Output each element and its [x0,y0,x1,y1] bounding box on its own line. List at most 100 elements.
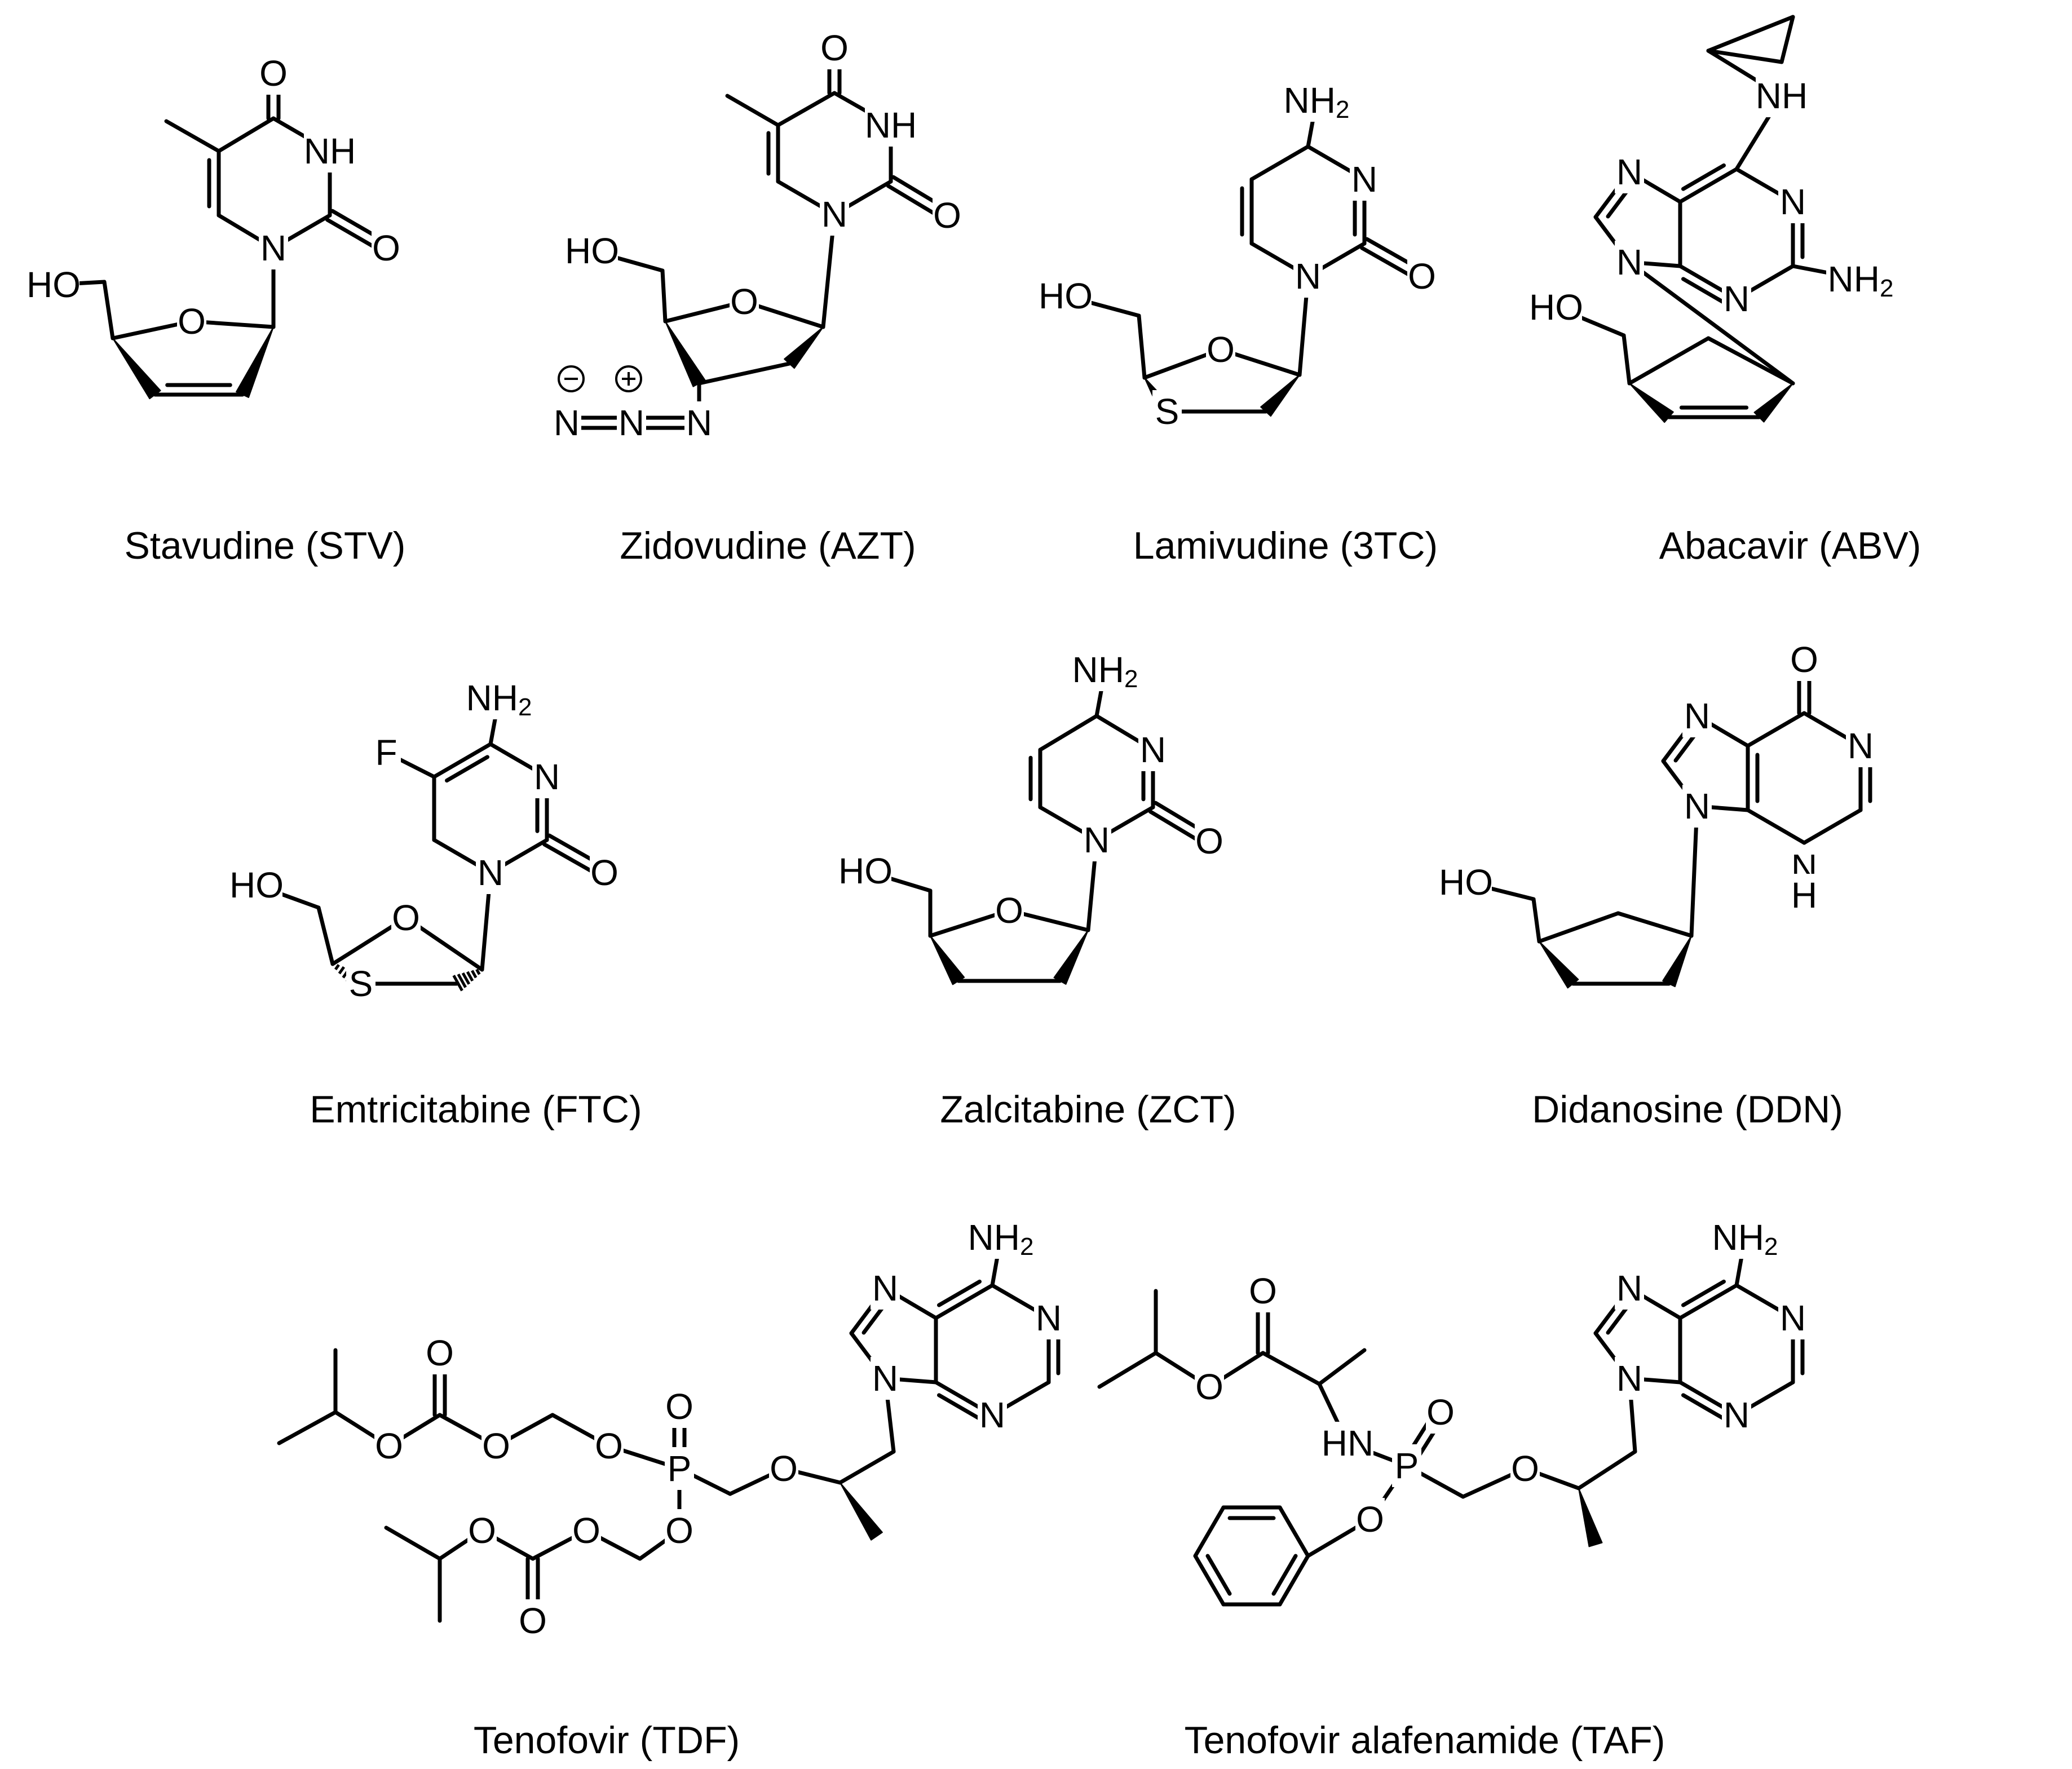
bond [1531,897,1541,944]
bond [1616,911,1694,938]
svg-text:O: O [665,1386,693,1427]
taf-n9: N [1615,1357,1644,1400]
svg-text:F: F [375,732,397,773]
tdf-o6: O [467,1509,497,1552]
svg-text:N: N [1616,242,1642,282]
lamivudine-o2: O [1407,255,1437,298]
bond [1537,911,1620,944]
abacavir-hydroxyl: HO [1529,286,1583,329]
tdf-o5: O [572,1509,601,1552]
tdf-o1: O [594,1425,624,1467]
zidovudine-o4: O [820,26,849,69]
bond [1576,1449,1637,1491]
svg-text:O: O [178,301,206,342]
svg-text:N: N [1616,152,1642,192]
svg-text:O: O [259,53,288,94]
bond [1627,260,1795,386]
zidovudine-negative-charge [558,365,585,392]
svg-text:NH: NH [1756,76,1808,116]
caption-zalcitabine: Zalcitabine (ZCT) [940,1088,1236,1131]
svg-text:HO: HO [838,851,893,891]
bond-inner [1681,163,1726,191]
didanosine-n9: N [1682,785,1712,828]
caption-tenofovir-tdf: Tenofovir (TDF) [474,1719,740,1762]
wedge-bond [840,1482,883,1541]
svg-text:HO: HO [26,264,81,305]
bond [277,1410,338,1445]
abacavir-amine: NH2 [1826,258,1895,302]
emtricitabine-ring-o: O [391,896,421,939]
bond [725,94,780,127]
bond [1779,15,1795,64]
bond [1249,144,1310,182]
svg-text:O: O [426,1333,454,1373]
tdf-carbonyl-o1: O [425,1332,454,1374]
caption-lamivudine: Lamivudine (3TC) [1133,524,1438,567]
caption-abacavir: Abacavir (ABV) [1659,524,1921,567]
taf-amine: NH2 [1711,1216,1779,1261]
taf-phenoxy-o: O [1355,1498,1385,1541]
bond [1706,336,1795,386]
svg-text:N: N [1684,696,1710,736]
svg-text:HO: HO [229,865,284,905]
svg-text:O: O [519,1600,547,1641]
svg-text:O: O [1249,1271,1277,1311]
lamivudine-sulfur: S [1152,390,1182,433]
phenyl-bond [1278,1505,1310,1558]
svg-text:O: O [665,1510,693,1551]
svg-text:N: N [1140,729,1166,770]
wedge-bond [236,326,274,398]
tdf-phosphoryl-o: O [665,1385,694,1428]
stavudine-o2: O [372,227,401,269]
abacavir-n1: N [1778,180,1808,223]
bond [164,119,221,153]
bond [1097,1351,1158,1389]
svg-text:O: O [572,1510,600,1551]
tdf-n9: N [871,1357,900,1400]
svg-text:O: O [1356,1499,1384,1540]
tdf-o4: O [374,1425,404,1467]
bond [432,742,493,779]
tdf-ether-o: O [769,1447,798,1490]
bond [776,91,837,127]
zalcitabine-o2: O [1195,820,1224,863]
zalcitabine-n3: N [1138,728,1168,771]
caption-zidovudine: Zidovudine (AZT) [620,524,916,567]
lamivudine-n1: N [1293,255,1323,298]
caption-stavudine: Stavudine (STV) [125,524,406,567]
svg-text:NH2: NH2 [1072,649,1138,693]
bond [1622,333,1632,386]
taf-ester-o: O [1195,1365,1224,1408]
svg-text:NH: NH [304,131,356,171]
abacavir-nh: NH [1756,74,1808,117]
svg-text:N: N [1351,159,1377,200]
zidovudine-nh: NH [865,104,917,147]
svg-text:P: P [668,1448,692,1489]
lamivudine-ring-o: O [1206,328,1235,371]
bond [1802,808,1863,845]
svg-text:HO: HO [1039,276,1093,316]
bond [316,905,335,966]
svg-text:N: N [1616,1268,1642,1308]
svg-text:N: N [1084,820,1110,860]
svg-text:NH: NH [865,105,917,145]
wedge-bond [1662,935,1692,988]
didanosine-o6: O [1790,638,1819,681]
phenyl-bond [1193,1554,1226,1607]
tdf-o3: O [481,1425,511,1467]
svg-text:O: O [1511,1448,1539,1489]
svg-text:O: O [730,281,758,322]
svg-text:NH2: NH2 [466,678,532,721]
svg-text:N: N [554,403,580,443]
bond [660,268,668,324]
bond-inner [936,1393,982,1421]
bond-inner [1681,1393,1726,1421]
bond [1678,1283,1739,1320]
abacavir-n3: N [1722,277,1751,320]
svg-text:N: N [534,757,560,797]
svg-text:N: N [618,403,644,443]
bond [838,1449,896,1485]
bond-inner [445,755,490,783]
stavudine-n1: N [259,227,288,269]
svg-text:N: N [1295,256,1321,297]
